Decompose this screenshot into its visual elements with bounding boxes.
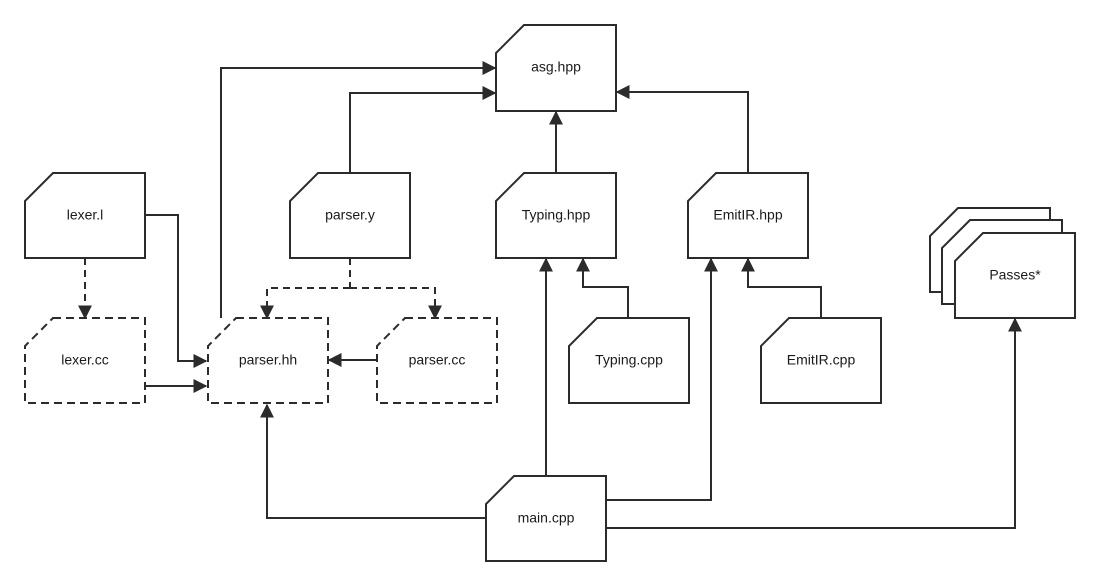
node-label: asg.hpp xyxy=(531,59,581,75)
node-label: parser.hh xyxy=(239,352,297,368)
node-asg-hpp[interactable]: asg.hpp xyxy=(495,24,617,112)
node-parser-y[interactable]: parser.y xyxy=(289,172,411,259)
node-label: lexer.cc xyxy=(61,352,108,368)
edge-main-cpp-to-emitir-hpp xyxy=(607,257,718,501)
node-label: main.cpp xyxy=(518,510,575,526)
node-typing-hpp[interactable]: Typing.hpp xyxy=(495,172,617,259)
edge-lexer-l-to-parser-hh xyxy=(146,214,208,368)
node-parser-cc[interactable]: parser.cc xyxy=(376,317,498,404)
node-emitir-cpp[interactable]: EmitIR.cpp xyxy=(760,317,882,404)
edge-main-cpp-to-passes xyxy=(607,317,1022,529)
node-lexer-cc[interactable]: lexer.cc xyxy=(24,317,146,404)
node-label: Typing.hpp xyxy=(522,207,591,223)
edge-parser-hh-to-asg-hpp xyxy=(220,61,497,318)
edge-parser-y-to-asg-hpp xyxy=(349,86,497,173)
node-parser-hh[interactable]: parser.hh xyxy=(207,317,329,404)
node-lexer-l[interactable]: lexer.l xyxy=(24,172,146,259)
edges xyxy=(78,61,1022,529)
node-emitir-hpp[interactable]: EmitIR.hpp xyxy=(687,172,809,259)
edge-emitir-hpp-to-asg-hpp xyxy=(615,85,749,173)
edge-typing-cpp-to-typing-hpp xyxy=(576,257,629,318)
node-typing-cpp[interactable]: Typing.cpp xyxy=(568,317,690,404)
node-label: EmitIR.cpp xyxy=(787,352,856,368)
node-label: parser.cc xyxy=(409,352,466,368)
node-passes-stack[interactable]: Passes* xyxy=(929,207,1076,319)
node-label: lexer.l xyxy=(67,207,104,223)
node-label: Typing.cpp xyxy=(595,352,663,368)
node-label: Passes* xyxy=(989,267,1041,283)
node-main-cpp[interactable]: main.cpp xyxy=(485,475,607,562)
node-label: EmitIR.hpp xyxy=(713,207,782,223)
edge-parser-y-to-parser-cc xyxy=(350,287,442,320)
node-label: parser.y xyxy=(325,207,375,223)
edge-emitir-cpp-to-emitir-hpp xyxy=(741,257,822,318)
edge-parser-y-to-parser-hh xyxy=(260,287,350,320)
edge-main-cpp-to-parser-hh xyxy=(260,403,486,519)
